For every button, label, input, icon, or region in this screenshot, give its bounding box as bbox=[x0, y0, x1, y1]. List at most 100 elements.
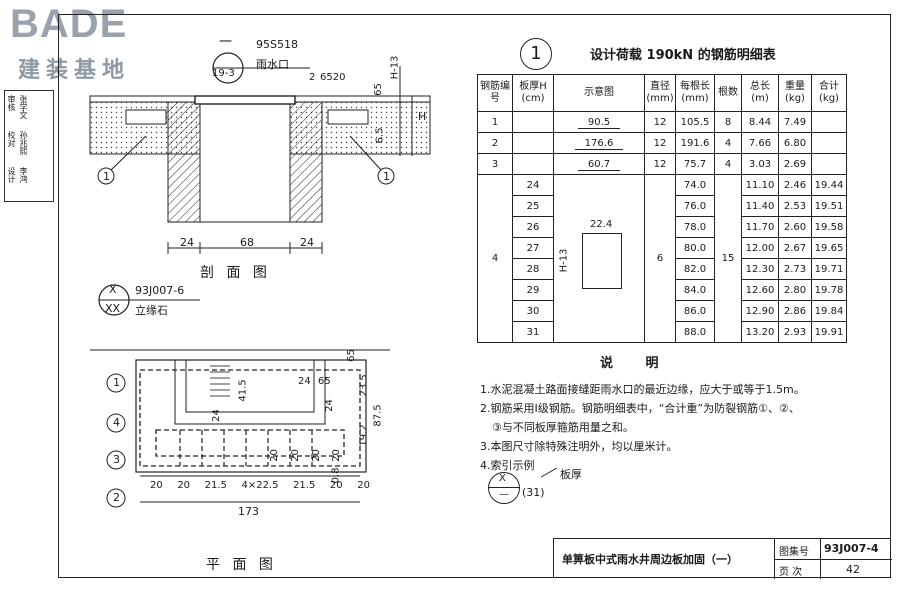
cell-sum: 19.84 bbox=[811, 300, 847, 322]
plan-inner-dim: 20 bbox=[310, 449, 322, 462]
cell-sum bbox=[811, 153, 847, 175]
cell-shape: 60.7 bbox=[553, 153, 645, 175]
index-example-divider bbox=[488, 487, 520, 488]
cell-weight: 6.80 bbox=[778, 132, 812, 154]
table-row: 30 86.0 12.90 2.86 19.84 bbox=[478, 300, 847, 322]
section-dim-left: 24 bbox=[180, 236, 194, 249]
col-header: 根数 bbox=[714, 74, 742, 112]
section-drawing bbox=[89, 52, 431, 254]
cell-weight: 2.73 bbox=[778, 258, 812, 280]
index-example-circle bbox=[488, 472, 520, 504]
plan-right-dim: 65 bbox=[345, 349, 357, 362]
page-label: 页 次 bbox=[779, 567, 803, 578]
cell-h: 29 bbox=[512, 279, 554, 301]
stirrup-width: 22.4 bbox=[590, 218, 613, 230]
table-row: 4 24 22.4 H-13 6 74.0 15 11.10 2.46 19.4… bbox=[477, 174, 847, 343]
cell-len: 75.7 bbox=[675, 153, 715, 175]
plan-drawing bbox=[90, 284, 390, 508]
plan-marker: 4 bbox=[113, 416, 120, 429]
col-header: 钢筋编号 bbox=[477, 74, 513, 112]
cell-total: 3.03 bbox=[741, 153, 779, 175]
cell-total: 11.40 bbox=[741, 195, 779, 217]
cell-h bbox=[512, 153, 554, 175]
table-row: 2 176.6 12 191.6 4 7.66 6.80 bbox=[477, 132, 847, 154]
plan-inner-dim: 65 bbox=[318, 376, 331, 387]
plan-inner-dim: 20 bbox=[289, 449, 301, 462]
cell-count: 8 bbox=[714, 111, 742, 133]
table-row: 25 76.0 11.40 2.53 19.51 bbox=[478, 195, 847, 217]
cell-weight: 2.86 bbox=[778, 300, 812, 322]
note-item: 4.索引示例 bbox=[480, 459, 535, 472]
plan-inner-dim: 24 bbox=[210, 409, 222, 422]
cell-no: 3 bbox=[477, 153, 513, 175]
approval-role: 设计 bbox=[7, 167, 16, 183]
brand-logo-cn: 建装基地 bbox=[18, 58, 131, 83]
plan-inner-dim: 24 bbox=[298, 376, 311, 387]
cell-h: 26 bbox=[512, 216, 554, 238]
cell-dia: 12 bbox=[644, 153, 676, 175]
index-example-paren: (31) bbox=[522, 486, 545, 499]
cell-h: 31 bbox=[512, 321, 554, 343]
plan-inner-dim: 20 bbox=[268, 449, 280, 462]
approval-strip: 审核 校对 设计 张学文 孙兆熙 李鸿 bbox=[4, 90, 54, 202]
cell-sum: 19.78 bbox=[811, 279, 847, 301]
plan-dim: 21.5 bbox=[204, 480, 227, 491]
cell-no: 2 bbox=[477, 132, 513, 154]
brand-logo: BADE bbox=[10, 2, 128, 46]
cell-h: 24 bbox=[512, 174, 554, 196]
cell-h: 28 bbox=[512, 258, 554, 280]
cell-sum bbox=[811, 111, 847, 133]
section-callout-page: 19-3 bbox=[212, 68, 235, 79]
col-header: 合计 (kg) bbox=[811, 74, 847, 112]
cell-shape: 176.6 bbox=[553, 132, 645, 154]
cell-len: 80.0 bbox=[675, 237, 715, 259]
table-header-row: 钢筋编号 板厚H (cm) 示意图 直径 (mm) 每根长 (mm) 根数 总长… bbox=[477, 74, 847, 112]
plan-right-dim: 19.2 bbox=[358, 424, 370, 447]
cell-weight: 2.93 bbox=[778, 321, 812, 343]
cell-count: 4 bbox=[714, 153, 742, 175]
plan-right-dim: 23.5 bbox=[358, 374, 370, 397]
cell-total: 11.70 bbox=[741, 216, 779, 238]
note-item: 3.本图尺寸除特殊注明外，均以厘米计。 bbox=[480, 440, 678, 453]
cell-total: 11.10 bbox=[741, 174, 779, 196]
cell-len: 82.0 bbox=[675, 258, 715, 280]
table-row: 29 84.0 12.60 2.80 19.78 bbox=[478, 279, 847, 301]
cell-len: 84.0 bbox=[675, 279, 715, 301]
atlas-label: 图集号 bbox=[779, 547, 809, 558]
section-dim-right: 24 bbox=[300, 236, 314, 249]
cell-weight: 2.53 bbox=[778, 195, 812, 217]
cell-sum: 19.44 bbox=[811, 174, 847, 196]
approval-name: 孙兆熙 bbox=[19, 131, 28, 155]
cell-sum: 19.65 bbox=[811, 237, 847, 259]
cell-count: 4 bbox=[714, 132, 742, 154]
plan-marker: 3 bbox=[113, 453, 120, 466]
cell-weight: 2.60 bbox=[778, 216, 812, 238]
cell-total: 7.66 bbox=[741, 132, 779, 154]
cell-sum: 19.71 bbox=[811, 258, 847, 280]
cell-total: 8.44 bbox=[741, 111, 779, 133]
plan-marker: 2 bbox=[113, 491, 120, 504]
cell-weight: 2.67 bbox=[778, 237, 812, 259]
cell-no: 1 bbox=[477, 111, 513, 133]
table-row: 1 90.5 12 105.5 8 8.44 7.49 bbox=[477, 111, 847, 133]
cell-h bbox=[512, 132, 554, 154]
cell-total: 13.20 bbox=[741, 321, 779, 343]
plan-dim: 20 bbox=[150, 480, 163, 491]
col-header: 每根长 (mm) bbox=[675, 74, 715, 112]
index-example-label: 板厚 bbox=[560, 468, 582, 481]
cell-weight: 2.80 bbox=[778, 279, 812, 301]
section-ref-text: 雨水口 bbox=[256, 58, 289, 71]
col-header: 重量 (kg) bbox=[778, 74, 812, 112]
cell-weight: 2.46 bbox=[778, 174, 812, 196]
plan-ref-code: 93J007-6 bbox=[135, 284, 185, 297]
shape-length: 176.6 bbox=[574, 137, 624, 150]
title-block: 单箅板中式雨水井周边板加固（一） 图集号 93J007-4 页 次 42 bbox=[553, 538, 892, 579]
plan-dim: 21.5 bbox=[293, 480, 316, 491]
section-marker-right: 1 bbox=[383, 170, 390, 183]
plan-right-dim: 87.5 bbox=[372, 404, 384, 427]
cell-len: 78.0 bbox=[675, 216, 715, 238]
plan-inner-dim: 41.5 bbox=[237, 379, 249, 402]
section-marker-left: 1 bbox=[103, 170, 110, 183]
cell-total: 12.30 bbox=[741, 258, 779, 280]
table-number-circle: 1 bbox=[520, 38, 552, 70]
